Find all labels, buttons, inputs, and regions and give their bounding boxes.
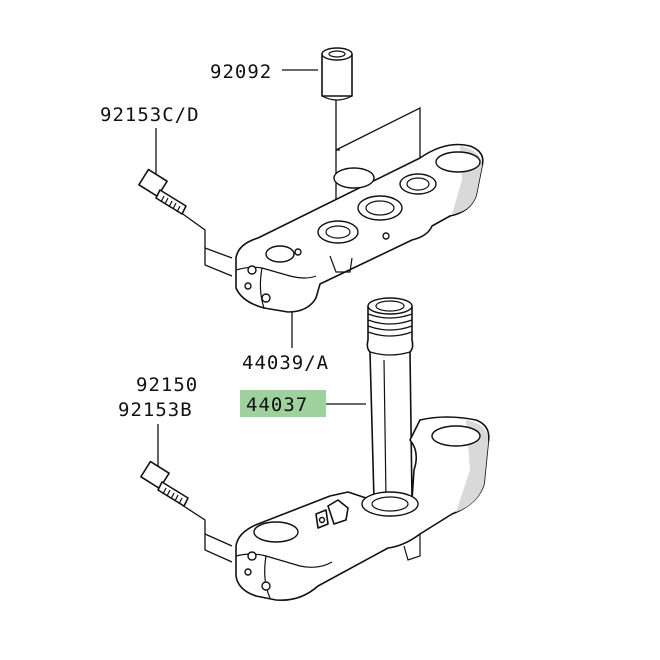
highlight-44037 bbox=[240, 390, 326, 417]
bolt-92150-92153b bbox=[140, 460, 189, 507]
bolt-92153cd bbox=[138, 168, 187, 215]
label-92153b: 92153B bbox=[118, 399, 193, 421]
bushing-92092 bbox=[321, 47, 353, 101]
label-44039a: 44039/A bbox=[242, 352, 329, 374]
steering-stem-44037[interactable] bbox=[235, 297, 490, 602]
label-92092: 92092 bbox=[210, 61, 272, 83]
label-92153cd: 92153C/D bbox=[100, 104, 200, 126]
leader-lines bbox=[155, 69, 421, 563]
label-92150: 92150 bbox=[136, 374, 198, 396]
label-44037[interactable]: 44037 bbox=[246, 394, 308, 416]
upper-bracket-44039a bbox=[235, 143, 484, 313]
